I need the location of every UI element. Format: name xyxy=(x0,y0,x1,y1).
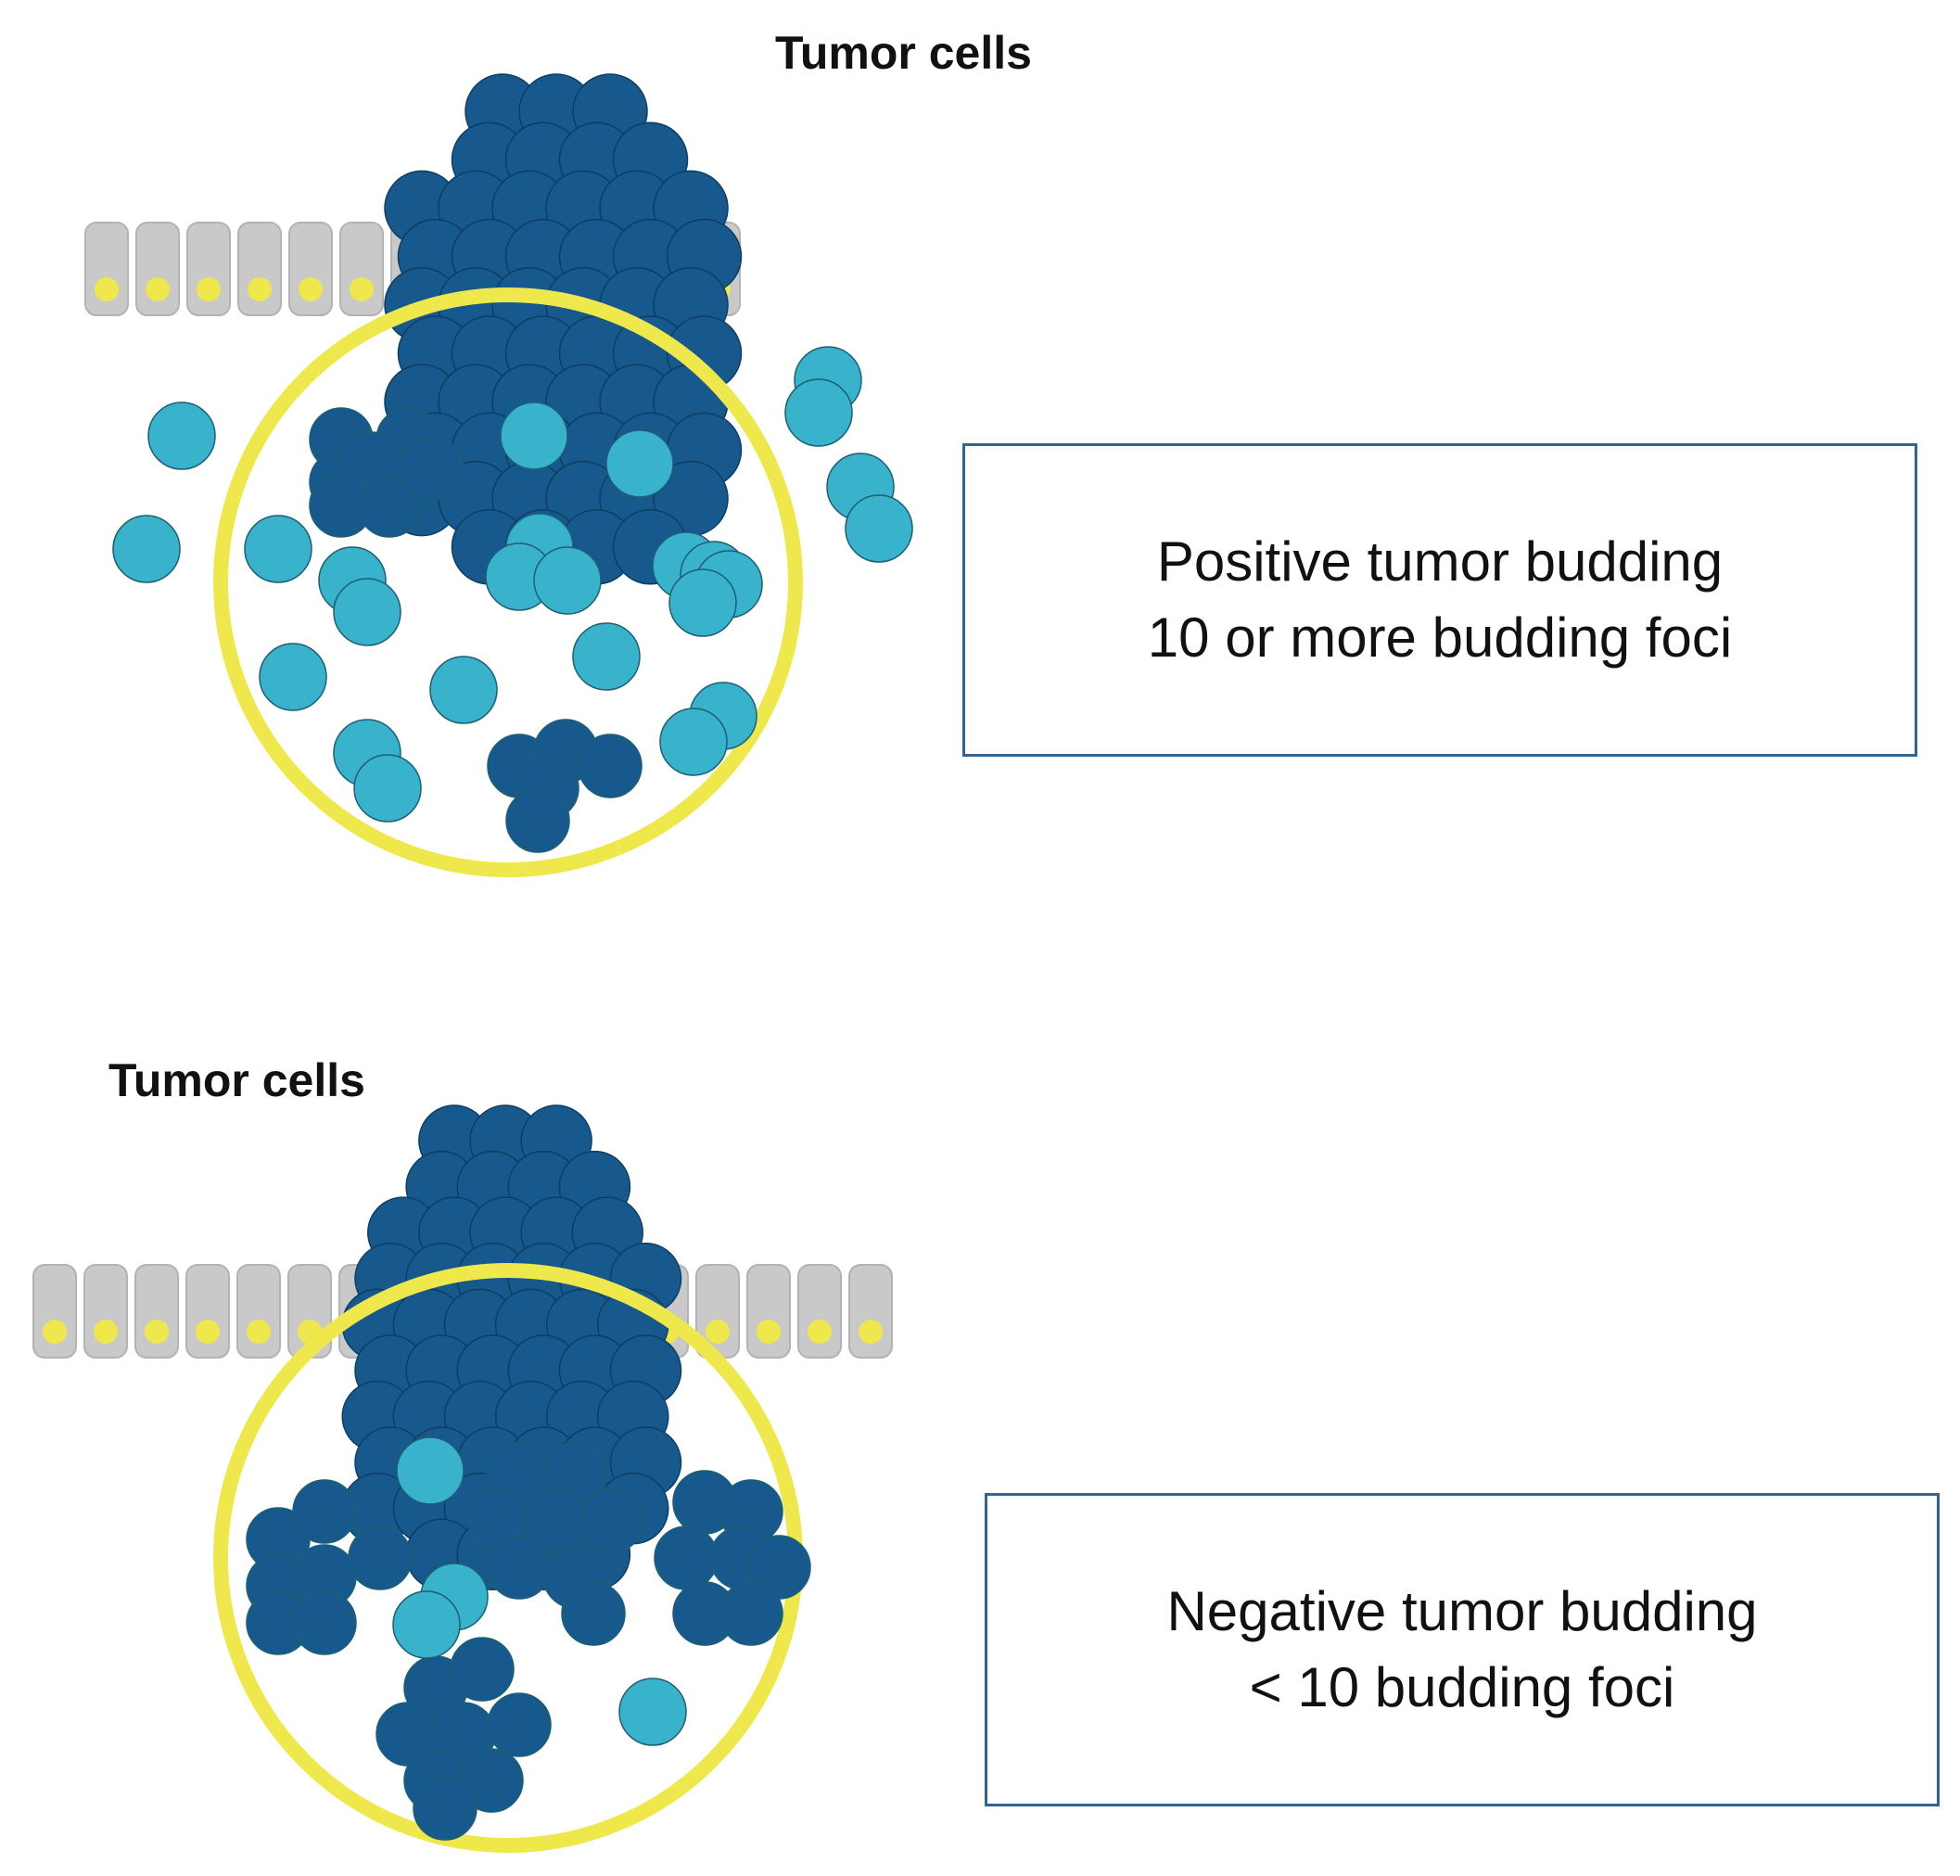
epithelial-nucleus xyxy=(95,277,119,301)
positive-budding-title: Positive tumor budding xyxy=(1156,530,1724,593)
epithelial-nucleus xyxy=(757,1320,781,1344)
epithelial-nucleus xyxy=(197,277,221,301)
tumor-cluster-cell xyxy=(292,1590,357,1655)
epithelial-nucleus xyxy=(146,277,170,301)
budding-cell xyxy=(244,515,312,583)
epithelial-nucleus xyxy=(248,277,272,301)
tumor-cluster-cell xyxy=(413,1776,477,1841)
budding-cell xyxy=(618,1678,687,1746)
tumor-cluster-cell xyxy=(561,1581,626,1646)
tumor-cells-label-bottom: Tumor cells xyxy=(108,1054,365,1106)
tumor-cluster-cell xyxy=(719,1581,783,1646)
tumor-cluster-cell xyxy=(348,1525,413,1590)
positive-budding-box: Positive tumor budding 10 or more buddin… xyxy=(962,443,1917,757)
positive-budding-illustration xyxy=(84,73,913,877)
epithelial-nucleus xyxy=(94,1320,118,1344)
budding-cell xyxy=(429,656,498,724)
tumor-cluster-cell xyxy=(579,1488,644,1553)
budding-cell xyxy=(784,378,853,447)
negative-budding-criterion: < 10 budding foci xyxy=(1249,1656,1675,1718)
budding-cell xyxy=(845,494,913,563)
budding-cell xyxy=(500,402,568,470)
budding-cell xyxy=(333,578,401,646)
negative-budding-box: Negative tumor budding < 10 budding foci xyxy=(985,1493,1940,1806)
epithelial-nucleus xyxy=(350,277,374,301)
budding-cell xyxy=(659,708,728,776)
tumor-cells-label-top: Tumor cells xyxy=(775,27,1032,79)
negative-budding-title: Negative tumor budding xyxy=(1166,1580,1758,1642)
field-of-view-circle xyxy=(213,287,803,877)
tumor-cluster-cell xyxy=(505,788,570,853)
tumor-cluster-cell xyxy=(487,1535,552,1600)
budding-cell xyxy=(147,402,216,470)
budding-cell xyxy=(396,1436,465,1505)
epithelial-nucleus xyxy=(299,277,323,301)
budding-cell xyxy=(112,515,181,583)
epithelial-nucleus xyxy=(43,1320,67,1344)
budding-cell xyxy=(353,754,422,823)
tumor-cluster-cell xyxy=(292,1479,357,1544)
tumor-cluster-cell xyxy=(578,734,643,798)
negative-budding-illustration xyxy=(32,1104,893,1853)
budding-cell xyxy=(259,643,327,711)
epithelial-nucleus xyxy=(706,1320,730,1344)
epithelial-nucleus xyxy=(247,1320,271,1344)
budding-cell xyxy=(605,429,674,498)
budding-cell xyxy=(533,546,602,615)
budding-cell xyxy=(668,568,737,637)
positive-budding-criterion: 10 or more budding foci xyxy=(1147,606,1733,669)
tumor-cluster-cell xyxy=(357,473,422,538)
epithelial-nucleus xyxy=(196,1320,220,1344)
budding-cell xyxy=(392,1590,461,1659)
epithelial-nucleus xyxy=(859,1320,883,1344)
epithelial-nucleus xyxy=(145,1320,169,1344)
tumor-cluster-cell xyxy=(654,1525,719,1590)
epithelial-nucleus xyxy=(808,1320,832,1344)
tumor-cluster-cell xyxy=(399,436,464,501)
budding-cell xyxy=(572,622,641,691)
tumor-cluster-cell xyxy=(450,1637,515,1702)
tumor-cluster-cell xyxy=(487,1692,552,1757)
